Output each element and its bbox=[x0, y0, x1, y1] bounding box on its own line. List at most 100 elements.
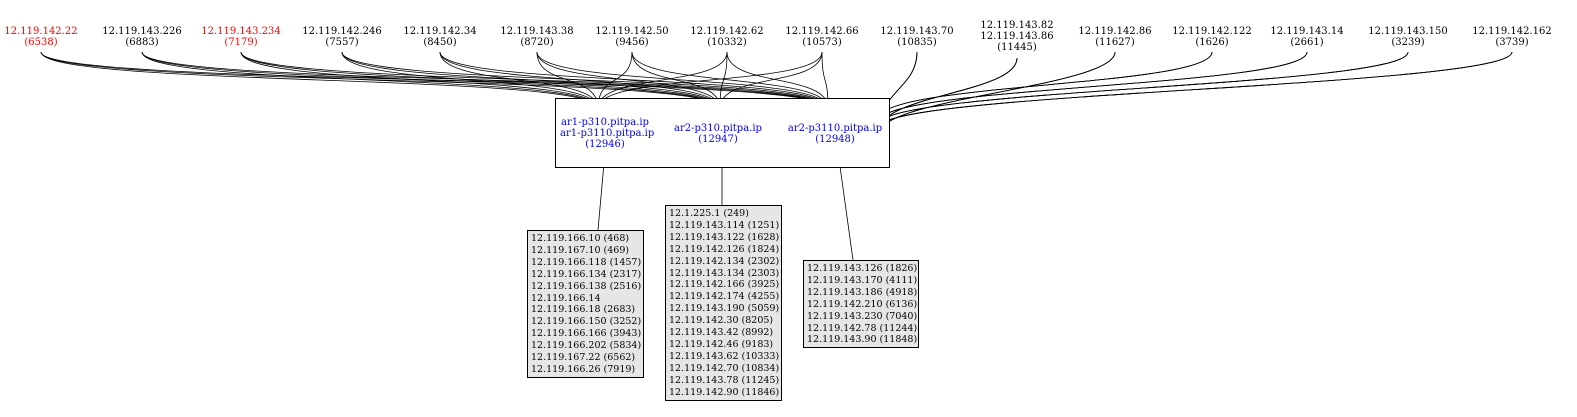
peer-router-edge bbox=[879, 57, 1018, 131]
host-entry: 12.119.143.62 (10333) bbox=[669, 350, 780, 362]
peer-router-edge bbox=[631, 51, 829, 109]
host-entry: 12.119.143.78 (11245) bbox=[669, 374, 780, 386]
peer-id: (6883) bbox=[125, 37, 159, 48]
peer-router-edge bbox=[141, 51, 721, 109]
host-entry: 12.119.167.10 (469) bbox=[531, 244, 630, 256]
peer-node[interactable]: 12.119.142.246(7557) bbox=[287, 26, 397, 48]
peer-node[interactable]: 12.119.142.62(10332) bbox=[672, 26, 782, 48]
peer-node[interactable]: 12.119.143.70(10835) bbox=[862, 26, 972, 48]
peer-node[interactable]: 12.119.143.14(2661) bbox=[1252, 26, 1362, 48]
peer-id: (6538) bbox=[24, 37, 58, 48]
host-entry: 12.119.143.122 (1628) bbox=[669, 231, 780, 243]
peer-id: (8720) bbox=[520, 37, 554, 48]
host-entry: 12.1.225.1 (249) bbox=[669, 208, 749, 219]
peer-router-edge bbox=[439, 51, 721, 109]
peer-router-edge bbox=[240, 51, 599, 109]
peer-node[interactable]: 12.119.142.66(10573) bbox=[767, 26, 877, 48]
host-entry: 12.119.143.170 (4111) bbox=[807, 274, 918, 286]
peer-id: (9456) bbox=[615, 37, 649, 48]
peer-ip: 12.119.142.22 bbox=[4, 26, 78, 37]
peer-node[interactable]: 12.119.143.38(8720) bbox=[482, 26, 592, 48]
host-entry: 12.119.166.10 (468) bbox=[531, 233, 630, 244]
peer-id: (7557) bbox=[325, 37, 359, 48]
peer-node[interactable]: 12.119.142.50(9456) bbox=[577, 26, 687, 48]
peer-ip: 12.119.142.66 bbox=[785, 26, 859, 37]
peer-router-edge bbox=[341, 51, 599, 109]
router-name: ar2-p3110.pitpa.ip bbox=[787, 123, 883, 134]
peer-node[interactable]: 12.119.142.86(11627) bbox=[1060, 26, 1170, 48]
host-entry: 12.119.166.118 (1457) bbox=[531, 256, 642, 268]
router-node-12948[interactable]: ar2-p3110.pitpa.ip (12948) bbox=[783, 123, 887, 145]
peer-id: (10835) bbox=[897, 37, 937, 48]
host-entry: 12.119.142.30 (8205) bbox=[669, 315, 774, 327]
peer-ip: 12.119.143.234 bbox=[201, 26, 281, 37]
peer-id: (11627) bbox=[1095, 37, 1135, 48]
host-entry: 12.119.166.26 (7919) bbox=[531, 363, 636, 375]
peer-id: (2661) bbox=[1290, 37, 1324, 48]
router-name: ar1-p3110.pitpa.ip bbox=[560, 128, 655, 139]
host-entry: 12.119.166.134 (2317) bbox=[531, 268, 642, 280]
peer-id: (3239) bbox=[1391, 37, 1425, 48]
host-group-12948[interactable]: 12.119.143.126 (1826) 12.119.143.170 (41… bbox=[803, 260, 919, 348]
peer-ip: 12.119.143.82 bbox=[980, 20, 1054, 31]
host-entry: 12.119.143.134 (2303) bbox=[669, 267, 780, 279]
peer-node[interactable]: 12.119.142.162(3739) bbox=[1457, 26, 1567, 48]
peer-router-edge bbox=[536, 51, 829, 109]
router-node-12946[interactable]: ar1-p310.pitpa.ip ar1-p3110.pitpa.ip (12… bbox=[560, 117, 655, 150]
router-name: ar1-p310.pitpa.ip bbox=[561, 117, 649, 128]
peer-node[interactable]: 12.119.143.234(7179) bbox=[186, 26, 296, 48]
host-entry: 12.119.143.42 (8992) bbox=[669, 327, 774, 339]
peer-router-edge bbox=[536, 51, 721, 109]
peer-router-edge bbox=[240, 51, 721, 109]
host-entry: 12.119.142.90 (11846) bbox=[669, 386, 780, 398]
host-entry: 12.119.166.166 (3943) bbox=[531, 328, 642, 340]
peer-router-edge bbox=[597, 51, 823, 109]
router-cluster-box bbox=[555, 98, 890, 168]
peer-ip: 12.119.142.246 bbox=[302, 26, 382, 37]
peer-ip: 12.119.143.14 bbox=[1270, 26, 1344, 37]
host-entry: 12.119.142.46 (9183) bbox=[669, 338, 774, 350]
router-hostgroup-edge bbox=[837, 151, 854, 261]
host-group-12947[interactable]: 12.1.225.1 (249) 12.119.143.114 (1251) 1… bbox=[665, 205, 782, 401]
peer-ip: 12.119.143.70 bbox=[880, 26, 954, 37]
peer-node[interactable]: 12.119.143.226(6883) bbox=[87, 26, 197, 48]
host-entry: 12.119.143.186 (4918) bbox=[807, 286, 918, 298]
peer-ip: 12.119.143.226 bbox=[102, 26, 182, 37]
peer-router-edge bbox=[439, 51, 599, 109]
peer-node[interactable]: 12.119.142.34(8450) bbox=[385, 26, 495, 48]
host-entry: 12.119.142.210 (6136) bbox=[807, 298, 918, 310]
peer-router-edge bbox=[141, 51, 599, 109]
host-group-12946[interactable]: 12.119.166.10 (468) 12.119.167.10 (469) … bbox=[527, 230, 644, 378]
peer-id: (3739) bbox=[1495, 37, 1529, 48]
router-node-12947[interactable]: ar2-p310.pitpa.ip (12947) bbox=[672, 123, 764, 145]
peer-router-edge bbox=[40, 51, 721, 109]
router-id: (12948) bbox=[815, 134, 855, 145]
router-id: (12946) bbox=[585, 139, 625, 150]
peer-ip: 12.119.143.150 bbox=[1368, 26, 1448, 37]
peer-router-edge bbox=[879, 51, 1213, 119]
peer-router-edge bbox=[726, 51, 829, 109]
host-entry: 12.119.143.230 (7040) bbox=[807, 310, 918, 322]
host-entry: 12.119.142.126 (1824) bbox=[669, 243, 780, 255]
peer-ip: 12.119.142.34 bbox=[403, 26, 477, 37]
peer-id: (10573) bbox=[802, 37, 842, 48]
host-entry: 12.119.143.90 (11848) bbox=[807, 334, 918, 346]
peer-ip: 12.119.142.86 bbox=[1078, 26, 1152, 37]
peer-id: (10332) bbox=[707, 37, 747, 48]
peer-ip: 12.119.142.162 bbox=[1472, 26, 1552, 37]
peer-id: (1626) bbox=[1195, 37, 1229, 48]
router-name: ar2-p310.pitpa.ip bbox=[674, 123, 762, 134]
host-entry: 12.119.166.202 (5834) bbox=[531, 340, 642, 352]
router-id: (12947) bbox=[698, 134, 738, 145]
peer-node[interactable]: 12.119.142.122(1626) bbox=[1157, 26, 1267, 48]
peer-router-edge bbox=[631, 51, 721, 109]
peer-node[interactable]: 12.119.142.22(6538) bbox=[0, 26, 96, 48]
host-entry: 12.119.167.22 (6562) bbox=[531, 352, 636, 364]
peer-node[interactable]: 12.119.143.150(3239) bbox=[1353, 26, 1463, 48]
host-entry: 12.119.166.18 (2683) bbox=[531, 304, 636, 316]
peer-ip: 12.119.142.50 bbox=[595, 26, 669, 37]
host-entry: 12.119.142.70 (10834) bbox=[669, 362, 780, 374]
